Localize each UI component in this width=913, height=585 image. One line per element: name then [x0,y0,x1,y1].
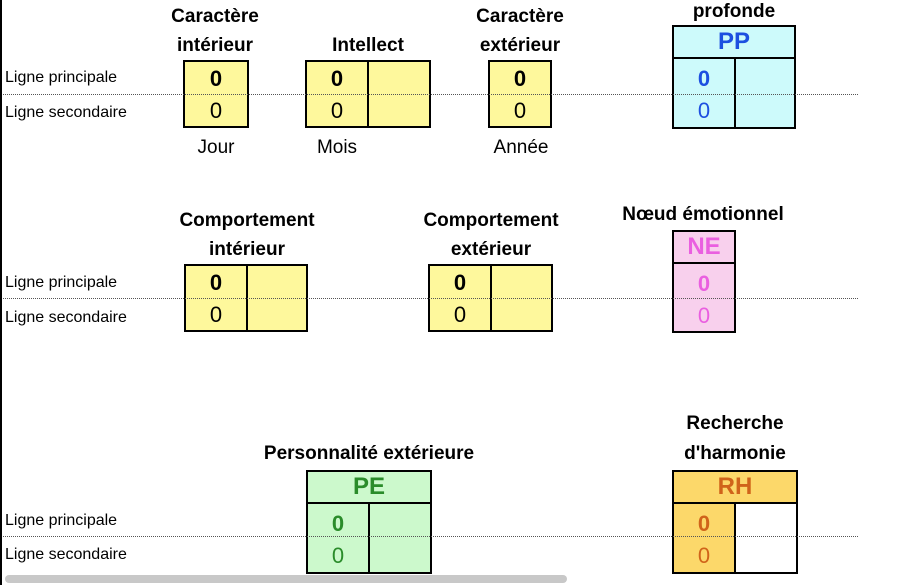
comportement-interieur-main-value[interactable]: 0 [209,270,223,295]
ne-box[interactable]: NE 0 0 [672,230,736,333]
caractere-exterieur-secondary-value[interactable]: 0 [513,98,527,123]
row-label-secondary: Ligne secondaire [5,309,127,326]
row-divider-3 [3,536,858,537]
caractere-exterieur-sub: Année [493,137,549,158]
row-label-main: Ligne principale [5,69,118,86]
intellect-main-value[interactable]: 0 [330,66,344,91]
row-divider-1 [3,94,858,95]
rh-code: RH [674,472,796,504]
rh-divider [734,504,736,572]
caractere-exterieur-title-2: extérieur [479,35,561,56]
ne-secondary-value[interactable]: 0 [697,303,711,328]
rh-title-1: Recherche [686,413,784,434]
comportement-exterieur-main-value[interactable]: 0 [453,270,467,295]
caractere-interieur-main-value[interactable]: 0 [209,66,223,91]
pe-title: Personnalité extérieure [263,443,475,464]
row-label-secondary: Ligne secondaire [5,104,127,121]
pp-divider [734,59,736,127]
comportement-exterieur-title-1: Comportement [423,210,559,231]
rh-title-2: d'harmonie [684,443,786,464]
ne-main-value[interactable]: 0 [697,271,711,296]
intellect-sub: Mois [316,137,358,158]
pp-title: profonde [692,1,776,22]
row-divider-2 [3,298,858,299]
pp-code: PP [674,27,794,59]
pe-divider [368,504,370,572]
rh-box[interactable]: RH 0 0 [672,470,798,574]
ne-code: NE [674,232,734,264]
sheet-left-border [0,0,2,585]
intellect-title: Intellect [332,35,404,56]
pe-secondary-value[interactable]: 0 [331,543,345,568]
ne-title: Nœud émotionnel [622,204,784,225]
caractere-interieur-title-2: intérieur [176,35,254,56]
row-label-main: Ligne principale [5,512,118,529]
horizontal-scrollbar[interactable] [5,575,567,583]
row-label-secondary: Ligne secondaire [5,546,127,563]
comportement-exterieur-title-2: extérieur [450,239,532,260]
caractere-interieur-sub: Jour [197,137,235,158]
pe-box[interactable]: PE 0 0 [306,470,432,574]
caractere-exterieur-main-value[interactable]: 0 [513,66,527,91]
comportement-interieur-title-2: intérieur [208,239,286,260]
rh-main-value[interactable]: 0 [697,511,711,536]
pp-main-value[interactable]: 0 [697,66,711,91]
caractere-interieur-secondary-value[interactable]: 0 [209,98,223,123]
pe-code: PE [308,472,430,504]
caractere-exterieur-title-1: Caractère [476,6,564,27]
rh-empty-cell [736,504,796,572]
caractere-interieur-title-1: Caractère [171,6,259,27]
comportement-interieur-secondary-value[interactable]: 0 [209,302,223,327]
pp-box[interactable]: PP 0 0 [672,25,796,129]
rh-secondary-value[interactable]: 0 [697,543,711,568]
comportement-interieur-title-1: Comportement [179,210,315,231]
row-label-main: Ligne principale [5,274,118,291]
pe-main-value[interactable]: 0 [331,511,345,536]
intellect-secondary-value[interactable]: 0 [330,98,344,123]
pp-secondary-value[interactable]: 0 [697,98,711,123]
comportement-exterieur-secondary-value[interactable]: 0 [453,302,467,327]
